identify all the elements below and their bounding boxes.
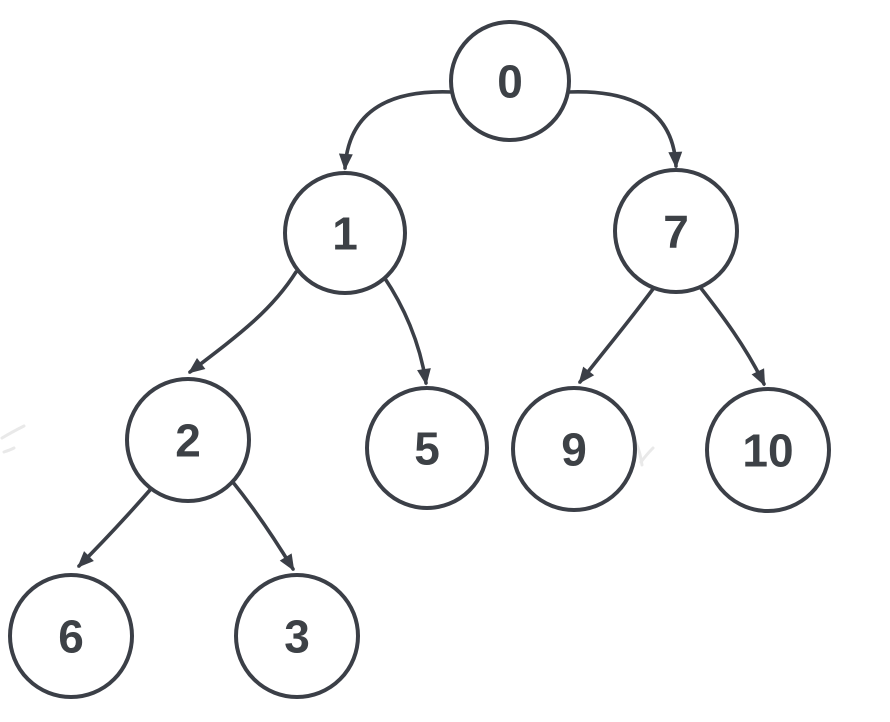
node-circle-1 bbox=[283, 171, 407, 295]
node-label-6: 6 bbox=[58, 611, 84, 663]
edge-7-to-9 bbox=[578, 287, 655, 384]
edge-2-to-3 bbox=[230, 479, 295, 572]
node-circle-9 bbox=[511, 386, 637, 512]
node-circle-5 bbox=[365, 386, 489, 510]
node-label-2: 2 bbox=[175, 415, 201, 467]
edge-2-to-6 bbox=[77, 488, 152, 568]
tree-node-10: 10 bbox=[705, 387, 831, 513]
node-label-0: 0 bbox=[497, 56, 523, 108]
node-circle-2 bbox=[125, 377, 251, 503]
node-label-5: 5 bbox=[414, 423, 440, 475]
node-circle-0 bbox=[449, 20, 571, 142]
smudge-artifact bbox=[634, 441, 655, 467]
tree-node-2: 2 bbox=[125, 377, 251, 503]
tree-node-0: 0 bbox=[449, 20, 571, 142]
node-circle-3 bbox=[234, 573, 360, 699]
node-label-7: 7 bbox=[663, 206, 689, 258]
tree-nodes: 0 1 7 2 5 9 10 6 3 bbox=[8, 20, 831, 699]
smudge-artifact bbox=[0, 424, 26, 454]
tree-node-6: 6 bbox=[8, 573, 134, 699]
node-label-1: 1 bbox=[332, 208, 358, 260]
edge-7-to-10 bbox=[698, 285, 766, 387]
edge-0-to-1 bbox=[338, 90, 454, 171]
edge-1-to-5 bbox=[382, 275, 431, 386]
tree-node-3: 3 bbox=[234, 573, 360, 699]
node-circle-7 bbox=[613, 168, 739, 294]
node-circle-10 bbox=[705, 387, 831, 513]
tree-node-1: 1 bbox=[283, 171, 407, 295]
node-label-10: 10 bbox=[742, 425, 793, 477]
edge-0-to-7 bbox=[566, 90, 683, 169]
tree-node-9: 9 bbox=[511, 386, 637, 512]
node-circle-6 bbox=[8, 573, 134, 699]
node-label-3: 3 bbox=[284, 611, 310, 663]
tree-edges bbox=[77, 90, 766, 572]
tree-node-5: 5 bbox=[365, 386, 489, 510]
edge-1-to-2 bbox=[188, 270, 298, 374]
node-label-9: 9 bbox=[561, 424, 587, 476]
tree-node-7: 7 bbox=[613, 168, 739, 294]
